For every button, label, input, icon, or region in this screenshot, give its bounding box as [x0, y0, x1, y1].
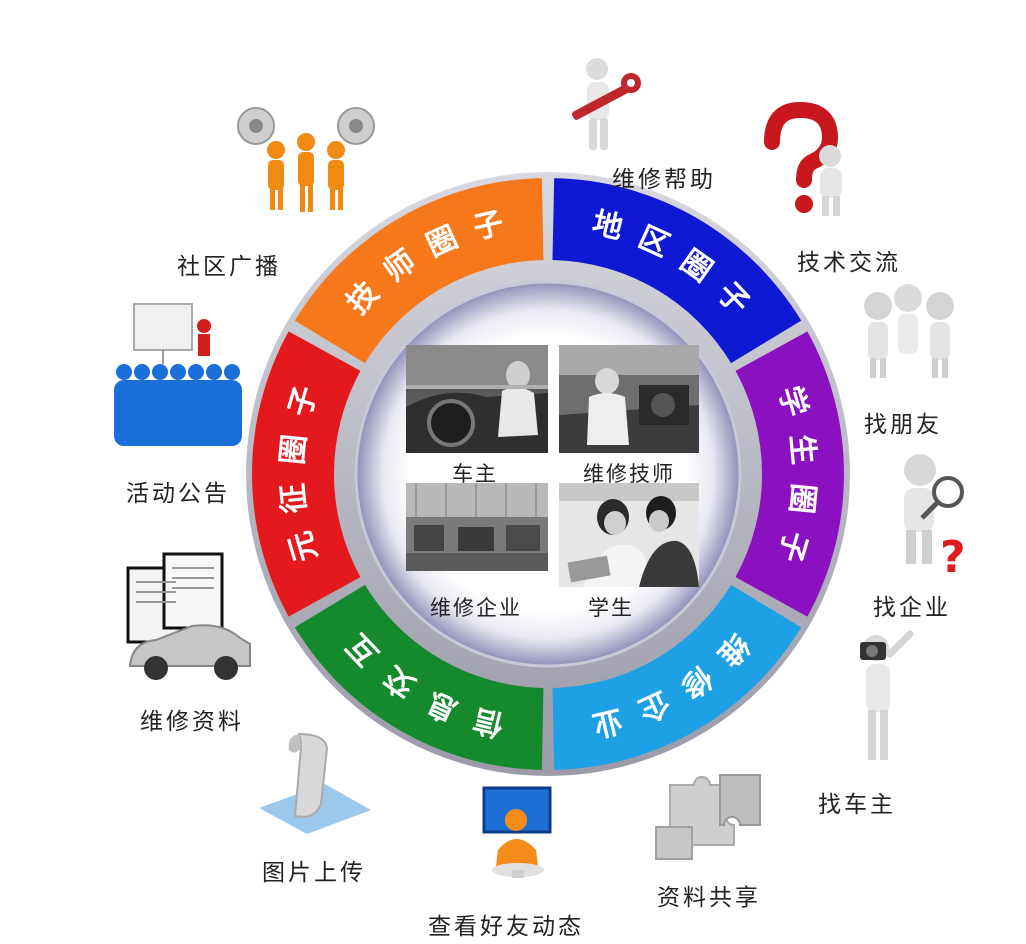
megaphone-figures-icon	[237, 107, 375, 212]
camera-figure-icon	[860, 630, 914, 760]
label-repair-help[interactable]: 维修帮助	[612, 167, 716, 193]
center-caption-repair-company: 维修企业	[430, 596, 522, 620]
puzzle-pieces-icon	[655, 774, 761, 860]
label-find-owner[interactable]: 找车主	[818, 792, 896, 818]
photo-students	[559, 483, 699, 587]
question-mark-figure-icon	[764, 101, 842, 216]
svg-text:?: ?	[940, 532, 966, 578]
label-tech-exchange[interactable]: 技术交流	[797, 250, 901, 276]
presentation-crowd-icon	[114, 303, 242, 446]
magnifier-figure-icon: ?	[904, 454, 966, 578]
label-friend-news[interactable]: 查看好友动态	[428, 914, 584, 940]
label-find-friends[interactable]: 找朋友	[864, 412, 942, 438]
ring-segment-xuesheng[interactable]	[735, 331, 844, 617]
center-caption-car-owner: 车主	[452, 462, 498, 486]
documents-car-icon	[126, 552, 251, 680]
ring-label-char: 圈	[275, 433, 313, 466]
ring-label-char: 征	[275, 482, 313, 515]
group-figures-icon	[864, 284, 954, 378]
ring-segment-yuanzheng[interactable]	[251, 331, 361, 617]
label-find-company[interactable]: 找企业	[873, 595, 951, 621]
label-announcements[interactable]: 活动公告	[126, 481, 230, 507]
photo-car-owner	[406, 345, 548, 453]
ring-label-char: 圈	[783, 482, 821, 515]
computer-figure-icon	[482, 786, 552, 878]
wrench-figure-icon	[572, 58, 641, 150]
ring-segment-xinxi[interactable]	[294, 584, 544, 770]
label-repair-docs[interactable]: 维修资料	[140, 709, 244, 735]
center-caption-technician: 维修技师	[583, 462, 675, 486]
ring-segment-weixiu[interactable]	[552, 584, 802, 770]
photo-technician	[559, 345, 699, 453]
ring-label-char: 生	[783, 433, 821, 466]
center-caption-student: 学生	[588, 596, 634, 620]
ring-segment-jishi[interactable]	[294, 178, 544, 364]
photo-repair-company	[406, 483, 548, 571]
label-share-docs[interactable]: 资料共享	[657, 885, 761, 911]
label-upload-photo[interactable]: 图片上传	[262, 860, 366, 886]
ring-segment-diqu[interactable]	[552, 178, 802, 364]
photo-upload-icon	[259, 732, 371, 834]
label-broadcast[interactable]: 社区广播	[177, 254, 281, 280]
